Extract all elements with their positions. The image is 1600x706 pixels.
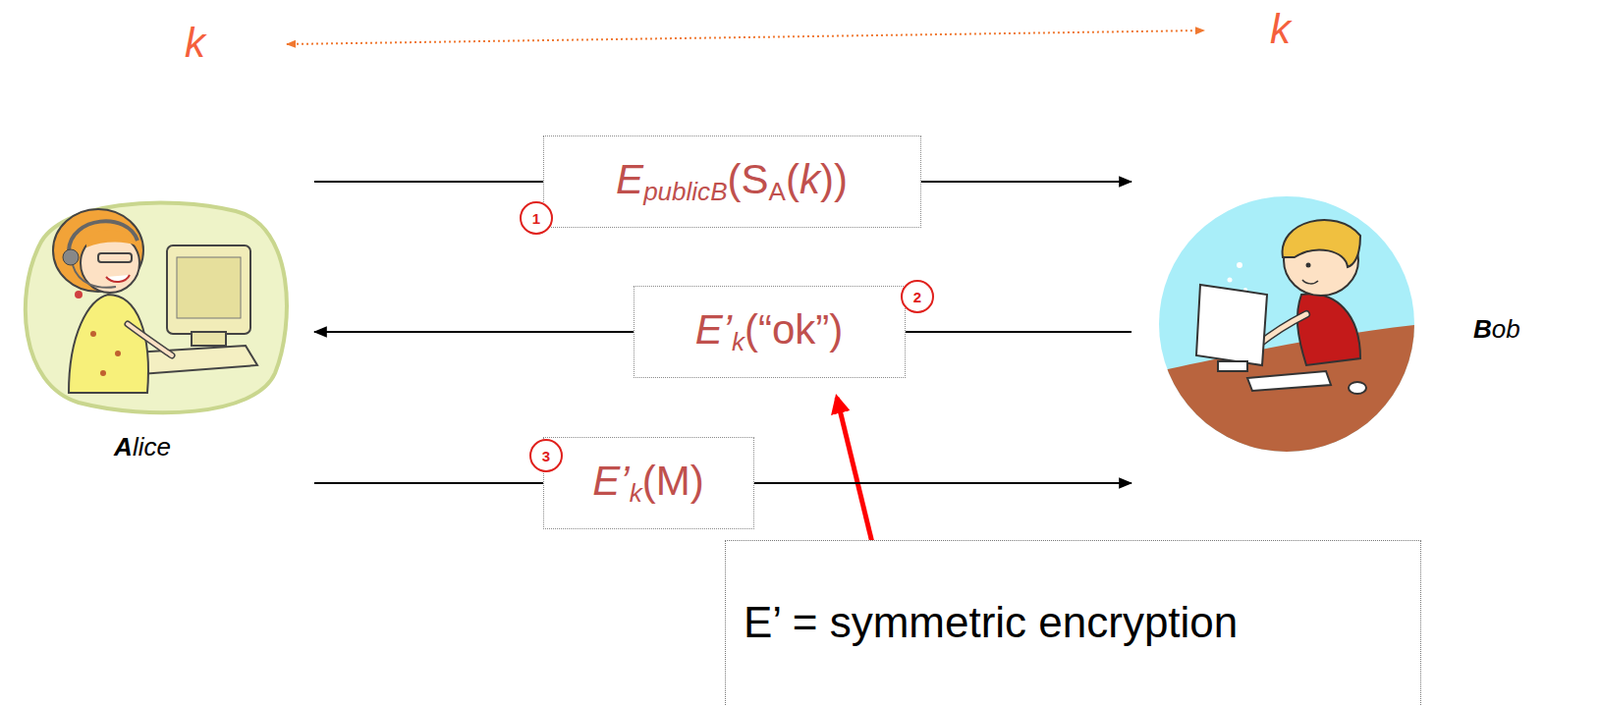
node-label: E’ = symmetric encryption: [743, 598, 1403, 648]
message-box: E’k(M): [543, 437, 755, 530]
node-label: Bob: [1473, 314, 1521, 345]
message-box: E’k(“ok”): [633, 285, 906, 379]
alice-actor: Alice: [9, 147, 305, 511]
bob-illustration: [1149, 196, 1425, 462]
callout-number: 1: [519, 201, 553, 235]
callout-box: E’ = symmetric encryption: [724, 540, 1422, 706]
callout-number: 2: [900, 279, 935, 314]
message-box: EpublicB(SA(k)): [543, 135, 922, 228]
callout-number: 3: [529, 439, 563, 473]
bob-actor: Bob: [1139, 147, 1547, 511]
message-label: E’k(“ok”): [695, 306, 844, 358]
message-label: EpublicB(SA(k)): [615, 156, 848, 208]
key-symbol: k: [1269, 5, 1291, 54]
alice-illustration: [25, 203, 287, 414]
key-share-arrow: [286, 30, 1205, 45]
key-symbol: k: [184, 19, 206, 67]
message-label: E’k(M): [592, 457, 704, 509]
node-label: Alice: [9, 432, 276, 463]
